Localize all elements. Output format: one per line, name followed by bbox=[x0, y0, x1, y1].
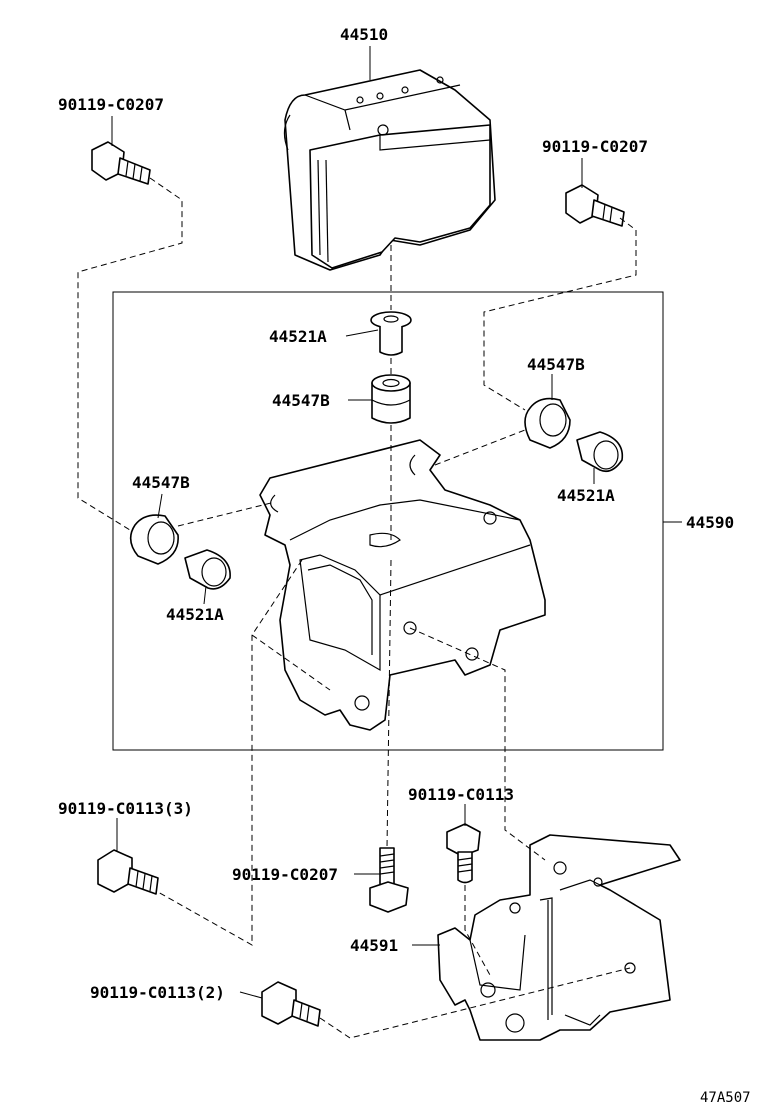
label-44547b-right: 44547B bbox=[527, 355, 585, 374]
collar-44521a-left[interactable] bbox=[184, 549, 231, 590]
label-bolt-c0113: 90119-C0113 bbox=[408, 785, 514, 804]
bolt-90119-c0113[interactable] bbox=[446, 823, 481, 884]
label-bolt-top-right: 90119-C0207 bbox=[542, 137, 648, 156]
label-bolt-center-bottom: 90119-C0207 bbox=[232, 865, 338, 884]
label-44591: 44591 bbox=[350, 936, 398, 955]
grommet-44547b-right[interactable] bbox=[524, 397, 571, 449]
bolt-90119-c0113-2[interactable] bbox=[261, 981, 321, 1027]
bracket-44590[interactable] bbox=[259, 439, 546, 731]
bolt-90119-c0113-3[interactable] bbox=[97, 849, 159, 895]
label-44510: 44510 bbox=[340, 25, 388, 44]
bolt-top-right-90119-c0207[interactable] bbox=[565, 184, 625, 227]
label-44521a-right: 44521A bbox=[557, 486, 615, 505]
collar-44521a-center[interactable] bbox=[370, 311, 412, 356]
label-bolt-c0113-3: 90119-C0113(3) bbox=[58, 799, 193, 818]
grommet-44547b-center[interactable] bbox=[371, 374, 411, 424]
bolt-center-bottom-90119-c0207[interactable] bbox=[369, 847, 409, 913]
collar-44521a-right[interactable] bbox=[576, 431, 624, 473]
diagram-code: 47A507 bbox=[700, 1090, 751, 1106]
label-44521a-left: 44521A bbox=[166, 605, 224, 624]
alignment-lines bbox=[77, 177, 637, 1039]
grommet-44547b-left[interactable] bbox=[129, 514, 179, 565]
label-bolt-top-left: 90119-C0207 bbox=[58, 95, 164, 114]
bolt-top-left-90119-c0207[interactable] bbox=[91, 141, 151, 185]
label-44547b-left: 44547B bbox=[132, 473, 190, 492]
label-44521a-center: 44521A bbox=[269, 327, 327, 346]
leader-lines bbox=[111, 46, 682, 999]
label-44590: 44590 bbox=[686, 513, 734, 532]
label-44547b-center: 44547B bbox=[272, 391, 330, 410]
abs-actuator-44510[interactable] bbox=[283, 69, 496, 271]
label-bolt-c0113-2: 90119-C0113(2) bbox=[90, 983, 225, 1002]
lower-bracket-44591[interactable] bbox=[437, 834, 681, 1041]
